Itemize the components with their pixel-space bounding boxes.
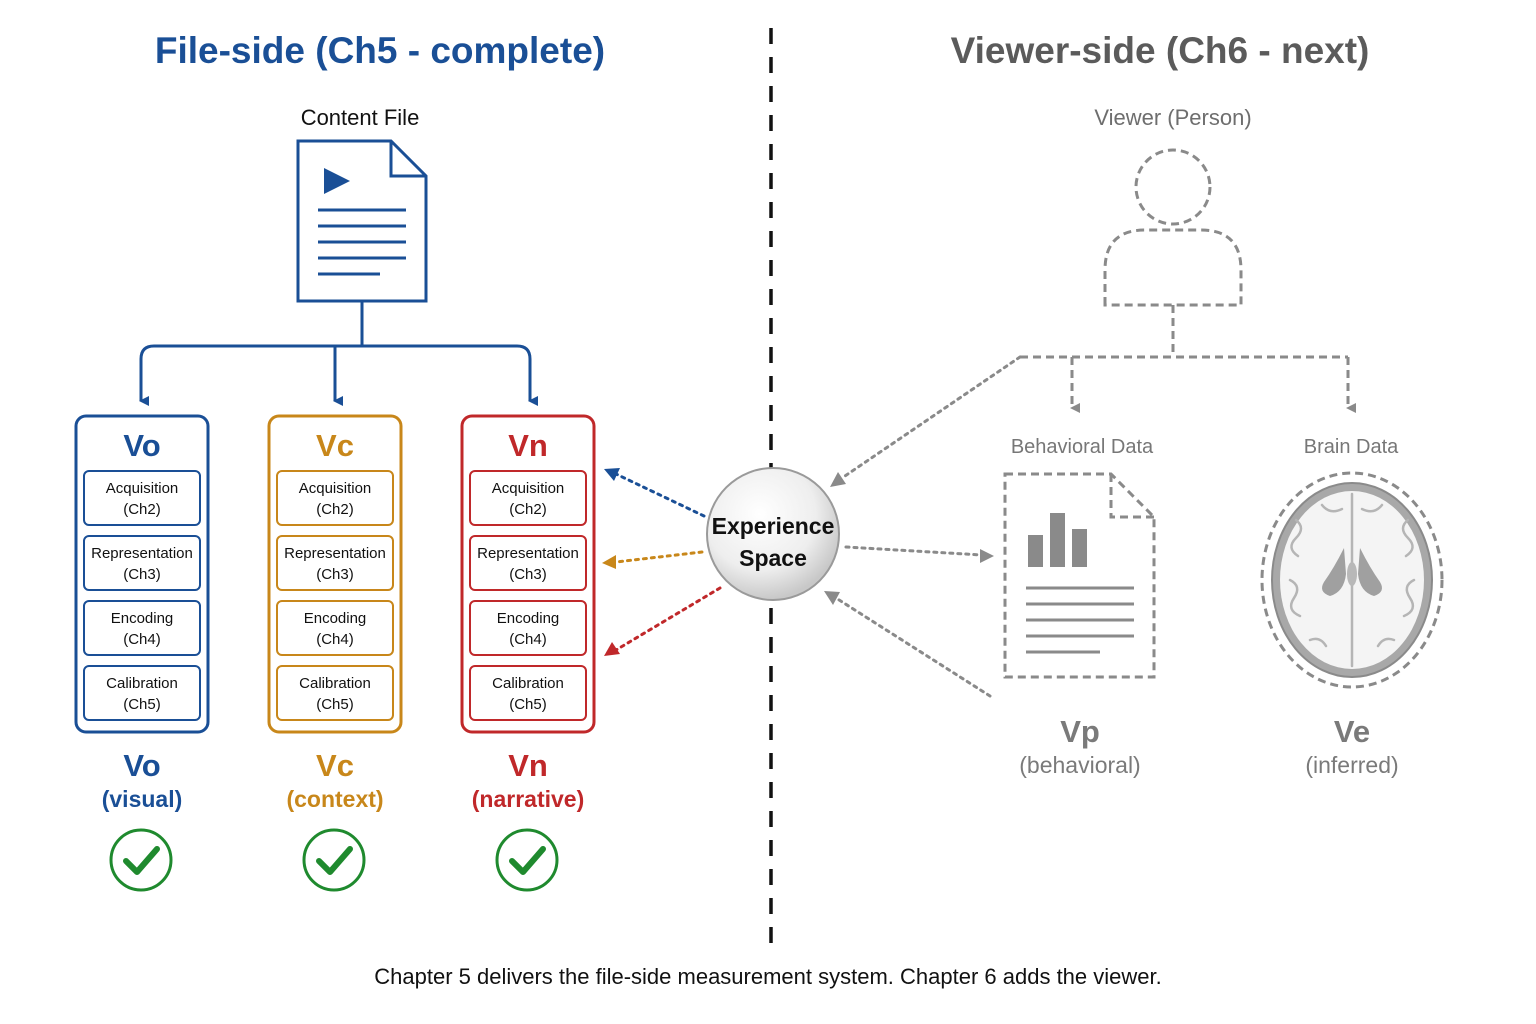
column-header-symbol: Vc <box>316 428 354 463</box>
arrowhead-gray-3 <box>824 591 840 605</box>
experience-space-label: Experience Space <box>703 510 843 574</box>
stage-box <box>276 535 394 591</box>
stage-label: Calibration (Ch5) <box>277 673 393 715</box>
arrowhead-gray-1 <box>830 472 846 487</box>
ve-symbol: Ve <box>1333 714 1371 749</box>
vp-subtitle: (behavioral) <box>1019 752 1141 778</box>
stage-chapter: (Ch5) <box>509 696 547 713</box>
checkmark-icon <box>302 828 366 892</box>
stage-box <box>469 535 587 591</box>
column-symbol: Vo <box>123 748 161 783</box>
stage-box <box>469 470 587 526</box>
stage-chapter: (Ch2) <box>509 501 547 518</box>
stage-label: Encoding (Ch4) <box>470 608 586 650</box>
experience-line-1: Experience <box>711 513 835 539</box>
column-symbol: Vc <box>316 748 354 783</box>
stage-label: Representation (Ch3) <box>470 543 586 585</box>
stage-chapter: (Ch5) <box>123 696 161 713</box>
file-connectors <box>139 302 538 406</box>
checkmark-icon <box>109 828 173 892</box>
column-subtitle: (visual) <box>101 786 183 812</box>
column-symbol: Vn <box>508 748 548 783</box>
viewer-connectors <box>1020 305 1356 413</box>
stage-name: Encoding <box>496 610 560 627</box>
stage-label: Acquisition (Ch2) <box>277 478 393 520</box>
document-icon <box>296 139 428 303</box>
stage-chapter: (Ch4) <box>123 631 161 648</box>
stage-chapter: (Ch4) <box>509 631 547 648</box>
stage-label: Acquisition (Ch2) <box>470 478 586 520</box>
stage-box <box>469 665 587 721</box>
stage-name: Acquisition <box>298 480 372 497</box>
stage-label: Calibration (Ch5) <box>470 673 586 715</box>
stage-name: Representation <box>284 545 386 562</box>
behavioral-data-label: Behavioral Data <box>1010 436 1154 458</box>
stage-box <box>276 665 394 721</box>
stage-label: Acquisition (Ch2) <box>84 478 200 520</box>
file-side-title: File-side (Ch5 - complete) <box>154 30 606 71</box>
stage-chapter: (Ch4) <box>316 631 354 648</box>
stage-name: Calibration <box>299 675 371 692</box>
content-file-label: Content File <box>300 105 420 130</box>
checkmark-icon <box>495 828 559 892</box>
stage-label: Representation (Ch3) <box>277 543 393 585</box>
stage-name: Encoding <box>110 610 174 627</box>
viewer-label: Viewer (Person) <box>1094 105 1252 130</box>
experience-arrows <box>614 472 722 652</box>
stage-name: Acquisition <box>491 480 565 497</box>
stage-label: Encoding (Ch4) <box>84 608 200 650</box>
stage-box <box>276 470 394 526</box>
stage-box <box>83 470 201 526</box>
stage-name: Encoding <box>303 610 367 627</box>
column-subtitle: (context) <box>286 786 384 812</box>
stage-name: Acquisition <box>105 480 179 497</box>
stage-chapter: (Ch2) <box>316 501 354 518</box>
person-icon <box>1103 148 1243 307</box>
stage-label: Calibration (Ch5) <box>84 673 200 715</box>
stage-box <box>83 665 201 721</box>
stage-box <box>276 600 394 656</box>
arrowhead-red <box>604 642 620 656</box>
chart-document-icon <box>1003 472 1156 679</box>
stage-name: Representation <box>91 545 193 562</box>
ve-subtitle: (inferred) <box>1305 752 1399 778</box>
column-header-symbol: Vo <box>123 428 161 463</box>
play-icon <box>324 168 350 194</box>
caption: Chapter 5 delivers the file-side measure… <box>374 964 1162 989</box>
stage-box <box>83 600 201 656</box>
stage-chapter: (Ch3) <box>316 566 354 583</box>
stage-chapter: (Ch2) <box>123 501 161 518</box>
experience-line-2: Space <box>739 545 807 571</box>
stage-chapter: (Ch5) <box>316 696 354 713</box>
viewer-dotted-arrows <box>834 355 1022 698</box>
stage-chapter: (Ch3) <box>509 566 547 583</box>
brain-icon <box>1260 471 1444 689</box>
stage-name: Calibration <box>106 675 178 692</box>
column-group <box>74 414 596 892</box>
stage-name: Representation <box>477 545 579 562</box>
column-subtitle: (narrative) <box>471 786 585 812</box>
arrowhead-orange <box>602 555 616 569</box>
viewer-side-title: Viewer-side (Ch6 - next) <box>950 30 1370 71</box>
stage-label: Encoding (Ch4) <box>277 608 393 650</box>
arrowhead-gray-2 <box>980 549 994 563</box>
stage-label: Representation (Ch3) <box>84 543 200 585</box>
brain-data-label: Brain Data <box>1303 436 1399 458</box>
stage-chapter: (Ch3) <box>123 566 161 583</box>
arrowhead-blue <box>604 468 620 481</box>
experience-space-sphere <box>706 467 840 601</box>
column-header-symbol: Vn <box>508 428 548 463</box>
stage-box <box>83 535 201 591</box>
stage-box <box>469 600 587 656</box>
stage-name: Calibration <box>492 675 564 692</box>
vp-symbol: Vp <box>1060 714 1100 749</box>
